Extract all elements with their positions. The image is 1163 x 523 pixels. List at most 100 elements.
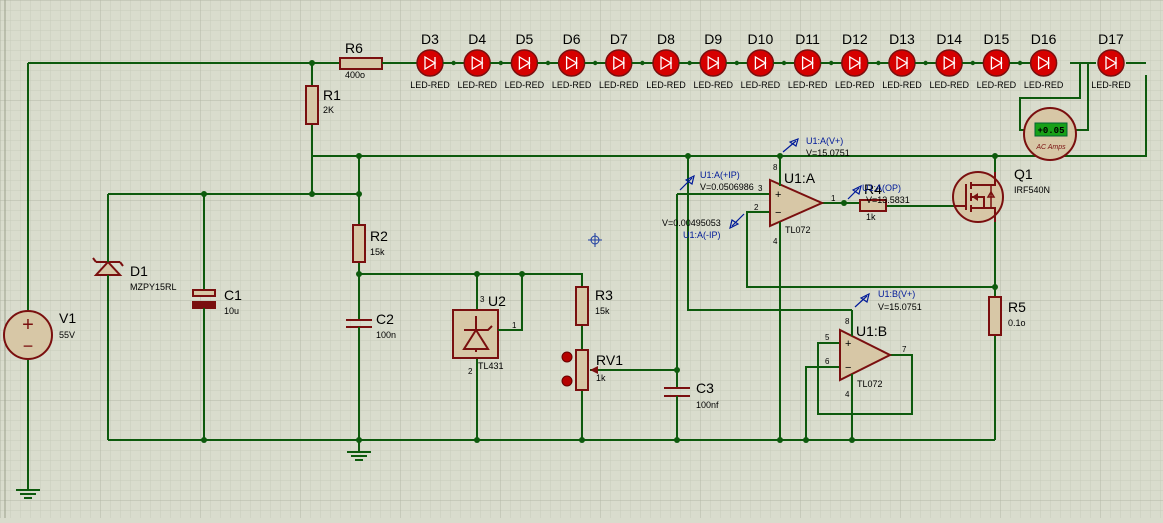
r1-ref: R1 [323, 87, 341, 103]
probe-u1b-vplus[interactable]: U1:B(V+) V=15.0751 [854, 289, 922, 312]
led-value-label: LED-RED [788, 80, 828, 90]
led-value-label: LED-RED [882, 80, 922, 90]
led-ref-label: D5 [515, 31, 533, 47]
led-value-label: LED-RED [977, 80, 1017, 90]
probe-u1b-vplus-name: U1:B(V+) [878, 289, 915, 299]
u2-pin-1: 1 [512, 321, 517, 330]
led-value-label: LED-RED [505, 80, 545, 90]
led-ref-label: D12 [842, 31, 868, 47]
led-ref-label: D17 [1098, 31, 1124, 47]
r6-ref: R6 [345, 40, 363, 56]
resistor-r3[interactable]: R3 15k [575, 286, 613, 326]
u1a-pin-2: 2 [754, 203, 759, 212]
opamp-u1b[interactable]: + − 5 6 7 8 4 U1:B TL072 [825, 317, 907, 399]
svg-text:+: + [22, 314, 34, 336]
ground-symbol-center [347, 451, 371, 461]
r2-value: 15k [370, 247, 385, 257]
led-ref-label: D4 [468, 31, 486, 47]
u1b-pin-4: 4 [845, 390, 850, 399]
r5-ref: R5 [1008, 299, 1026, 315]
u1a-pin-8: 8 [773, 163, 778, 172]
c3-ref: C3 [696, 380, 714, 396]
c3-value: 100nf [696, 400, 719, 410]
led-value-label: LED-RED [1091, 80, 1131, 90]
u1a-plus-sign: + [775, 189, 781, 201]
resistor-r5[interactable]: R5 0.1o [988, 296, 1026, 336]
junction-dots [201, 60, 998, 443]
ground-symbol-left [16, 488, 40, 499]
probe-u1a-op[interactable]: U1:A(OP) V=13.5831 [847, 183, 910, 205]
capacitor-c3[interactable]: C3 100nf [664, 380, 719, 410]
zener-diode-d1[interactable]: D1 MZPY15RL [92, 255, 177, 292]
u2-ref: U2 [488, 293, 506, 309]
led-ref-label: D10 [748, 31, 774, 47]
u1b-pin-8: 8 [845, 317, 850, 326]
probe-u1a-ip-minus-name: U1:A(-IP) [683, 230, 721, 240]
rv1-increase-button[interactable] [561, 351, 573, 363]
opamp-u1a[interactable]: + − 3 2 1 8 4 U1:A TL072 [754, 163, 836, 246]
potentiometer-rv1[interactable]: RV1 1k [561, 349, 623, 391]
u1b-pin-6: 6 [825, 357, 830, 366]
shunt-regulator-u2[interactable]: 3 1 2 U2 TL431 [452, 293, 517, 376]
probe-u1a-ip-plus-name: U1:A(+IP) [700, 170, 740, 180]
resistor-r4[interactable]: R4 1k [859, 181, 887, 222]
led-value-label: LED-RED [929, 80, 969, 90]
u1a-value: TL072 [785, 225, 811, 235]
d1-ref: D1 [130, 263, 148, 279]
q1-value: IRF540N [1014, 185, 1050, 195]
led-ref-label: D8 [657, 31, 675, 47]
u1b-pin-5: 5 [825, 333, 830, 342]
led-ref-label: D13 [889, 31, 915, 47]
led-value-label: LED-RED [410, 80, 450, 90]
probe-u1a-ip-minus[interactable]: V=0.00495053 U1:A(-IP) [662, 213, 745, 240]
probe-u1a-vplus-name: U1:A(V+) [806, 136, 843, 146]
voltage-source-v1[interactable]: + − V1 55V [3, 307, 76, 360]
probe-u1a-ip-minus-value: V=0.00495053 [662, 218, 721, 228]
probe-u1a-ip-plus[interactable]: U1:A(+IP) V=0.0506986 [679, 170, 754, 192]
rv1-decrease-button[interactable] [561, 375, 573, 387]
u1a-pin-3: 3 [758, 184, 763, 193]
u1b-plus-sign: + [845, 338, 851, 350]
probe-u1a-ip-plus-value: V=0.0506986 [700, 182, 754, 192]
wires [27, 62, 1147, 490]
r4-ref: R4 [864, 181, 882, 197]
ammeter-ac[interactable]: +0.05 AC Amps [1023, 107, 1077, 161]
mosfet-q1[interactable]: Q1 IRF540N [952, 166, 1050, 223]
r4-value: 1k [866, 212, 876, 222]
r1-value: 2K [323, 105, 334, 115]
capacitor-c2[interactable]: C2 100n [346, 310, 396, 340]
probe-u1a-vplus[interactable]: U1:A(V+) V=15.0751 [782, 136, 850, 158]
capacitor-c1[interactable]: C1 10u [192, 285, 242, 316]
led-value-label: LED-RED [1024, 80, 1064, 90]
resistor-r1[interactable]: R1 2K [305, 85, 341, 125]
u1b-minus-sign: − [845, 362, 851, 374]
led-ref-label: D3 [421, 31, 439, 47]
resistor-r6[interactable]: R6 400o [339, 40, 420, 80]
led-value-label: LED-RED [646, 80, 686, 90]
led-ref-label: D11 [795, 31, 820, 47]
v1-ref: V1 [59, 310, 76, 326]
led-ref-label: D9 [704, 31, 722, 47]
led-chain: D3LED-REDD4LED-REDD5LED-REDD6LED-REDD7LE… [410, 31, 1131, 90]
led-ref-label: D16 [1031, 31, 1057, 47]
resistor-r2[interactable]: R2 15k [352, 224, 388, 263]
u1a-ref: U1:A [784, 170, 816, 186]
c1-ref: C1 [224, 287, 242, 303]
